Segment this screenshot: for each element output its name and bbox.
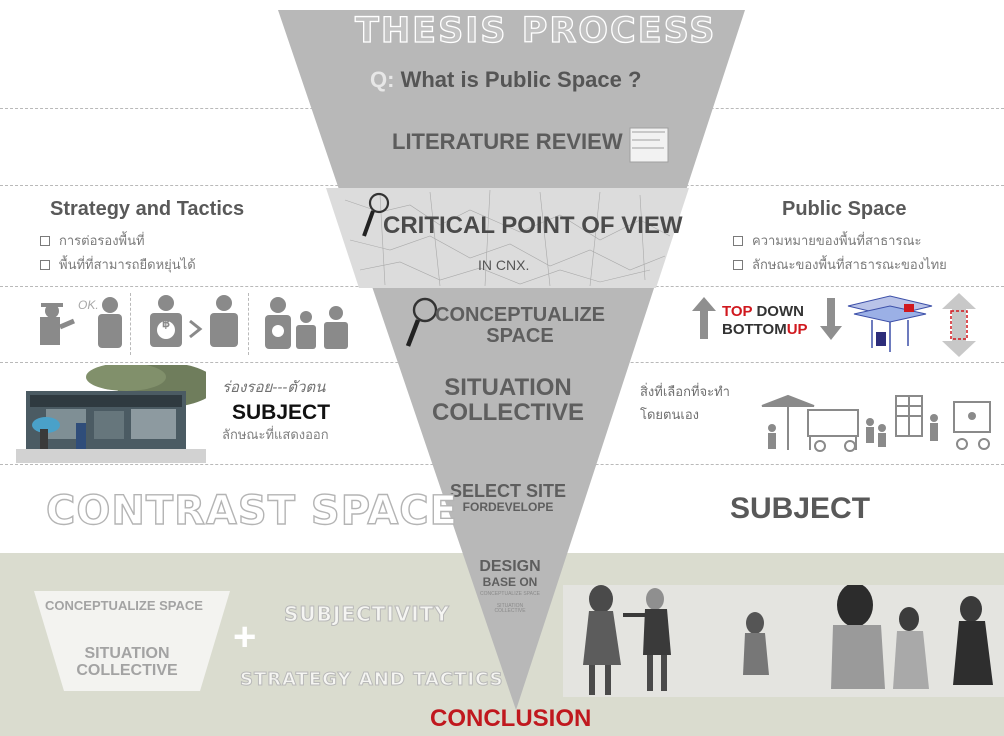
choice-text-2: โดยตนเอง bbox=[640, 407, 699, 422]
subject-big-title: SUBJECT bbox=[730, 492, 871, 525]
money-exchange-icon bbox=[150, 295, 238, 347]
magnifier-icon bbox=[405, 297, 438, 347]
conceptualize-line1: CONCEPTUALIZE bbox=[435, 304, 605, 326]
situation-line2: COLLECTIVE bbox=[431, 399, 584, 427]
arrow-down-icon bbox=[820, 298, 842, 340]
checkbox-icon bbox=[733, 259, 743, 270]
bottom-word: BOTTOM bbox=[722, 321, 787, 338]
conceptualize-line2: SPACE bbox=[486, 325, 554, 347]
up-word: UP bbox=[786, 321, 808, 338]
design-line2: BASE ON bbox=[482, 574, 538, 589]
design-line5: COLLECTIVE bbox=[494, 607, 526, 614]
select-site-line1: SELECT SITE bbox=[449, 481, 566, 501]
design-line1: DESIGN bbox=[479, 558, 541, 575]
literature-review-label: LITERATURE REVIEW bbox=[392, 129, 623, 154]
down-word: DOWN bbox=[756, 303, 804, 320]
trap-line-1: CONCEPTUALIZE SPACE bbox=[45, 598, 203, 613]
contrast-space-title: CONTRAST SPACE bbox=[45, 487, 458, 534]
trap-line-3: COLLECTIVE bbox=[76, 661, 178, 679]
strategy-bullet-2: พื้นที่ที่สามารถยืดหยุ่นได้ bbox=[40, 254, 196, 275]
funnel-title: THESIS PROCESS bbox=[354, 11, 717, 51]
trap-text: SITUATION COLLECTIVE bbox=[62, 645, 192, 680]
checkbox-icon bbox=[40, 259, 50, 270]
situation-line1: SITUATION bbox=[444, 374, 572, 401]
expression-text: ลักษณะที่แสดงออก bbox=[222, 427, 329, 442]
critical-point-sub: IN CNX. bbox=[478, 257, 530, 273]
market-stall-pictogram bbox=[761, 394, 991, 452]
design-line4: SITUATION bbox=[496, 602, 524, 609]
people-group-icon bbox=[265, 297, 348, 349]
subject-label: SUBJECT bbox=[232, 401, 331, 424]
baht-pictogram: ฿ bbox=[138, 293, 249, 355]
structure-diagram-icon bbox=[847, 295, 933, 352]
subjectivity-label: SUBJECTIVITY bbox=[284, 602, 450, 627]
checkbox-icon bbox=[733, 235, 743, 246]
select-site-label: SELECT SITE FORDEVELOPE bbox=[440, 482, 576, 513]
top-down-label: TOP DOWN bbox=[722, 304, 804, 319]
top-word: TOP bbox=[722, 303, 753, 320]
book-icon bbox=[629, 127, 669, 163]
critical-point-label: CRITICAL POINT OF VIEW bbox=[383, 212, 683, 239]
strategy-heading: Strategy and Tactics bbox=[50, 198, 245, 220]
double-arrow-icon bbox=[942, 293, 976, 357]
strategy-tactics-label: STRATEGY AND TACTICS bbox=[240, 669, 504, 691]
person-ok-icon bbox=[40, 297, 122, 348]
plus-sign: + bbox=[233, 615, 257, 659]
research-question: Q: What is Public Space ? bbox=[370, 69, 641, 91]
dancers-photo bbox=[563, 585, 1004, 697]
trapezoid-shape bbox=[34, 591, 230, 691]
conceptualize-label: CONCEPTUALIZE SPACE bbox=[430, 305, 610, 347]
public-space-heading: Public Space bbox=[782, 198, 907, 220]
public-space-bullet-2: ลักษณะของพื้นที่สาธารณะของไทย bbox=[733, 254, 947, 275]
bottom-up-label: BOTTOMUP bbox=[722, 322, 808, 337]
design-label: DESIGN BASE ON CONCEPTUALIZE SPACE SITUA… bbox=[460, 558, 560, 614]
choice-text-1: สิ่งที่เลือกที่จะทำ bbox=[640, 384, 730, 399]
arrow-up-icon bbox=[692, 297, 716, 339]
conclusion-label: CONCLUSION bbox=[430, 705, 592, 732]
trap-line-2: SITUATION bbox=[84, 645, 170, 662]
situation-label: SITUATION COLLECTIVE bbox=[420, 374, 596, 427]
magnifier-icon bbox=[362, 192, 390, 237]
strategy-bullet-1: การต่อรองพื้นที่ bbox=[40, 230, 145, 251]
trace-text: ร่องรอย---ตัวตน bbox=[222, 379, 326, 396]
ok-pictogram: OK. bbox=[30, 293, 131, 355]
public-space-bullet-1: ความหมายของพื้นที่สาธารณะ bbox=[733, 230, 921, 251]
question-text: What is Public Space ? bbox=[400, 67, 642, 92]
baht-symbol: ฿ bbox=[161, 315, 171, 330]
design-line3: CONCEPTUALIZE SPACE bbox=[480, 591, 540, 598]
street-vendor-photo bbox=[16, 365, 206, 463]
question-prefix: Q: bbox=[370, 67, 395, 92]
ok-text: OK. bbox=[78, 298, 99, 312]
select-site-line2: FORDEVELOPE bbox=[462, 499, 554, 514]
checkbox-icon bbox=[40, 235, 50, 246]
